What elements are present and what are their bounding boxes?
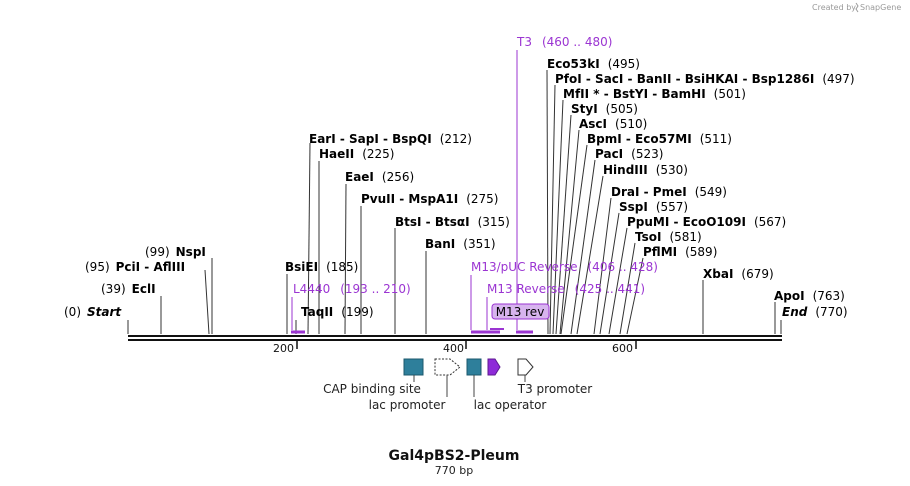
site-sspi[interactable]: SspI(557) bbox=[619, 200, 688, 214]
primer-m13rev-label[interactable]: M13 Reverse(425 .. 441) bbox=[487, 282, 645, 296]
site-eco53ki[interactable]: Eco53kI(495) bbox=[547, 57, 640, 71]
lac-promoter-feature[interactable] bbox=[434, 358, 461, 376]
site-ecli[interactable]: (39)EclI bbox=[101, 282, 156, 296]
site-asci[interactable]: AscI(510) bbox=[579, 117, 647, 131]
selected-primer-chip[interactable]: M13 rev bbox=[491, 303, 550, 320]
site-xbai[interactable]: XbaI(679) bbox=[703, 267, 774, 281]
site-bpmi-eco57mi[interactable]: BpmI - Eco57MI(511) bbox=[587, 132, 732, 146]
features: CAP binding site lac promoter lac operat… bbox=[323, 358, 593, 412]
site-mfli-group[interactable]: MfII * - BstYI - BamHI(501) bbox=[563, 87, 746, 101]
map-title: Gal4pBS2-Pleum bbox=[389, 448, 520, 464]
site-end[interactable]: End(770) bbox=[782, 305, 848, 319]
sequence-backbone bbox=[128, 335, 782, 341]
site-bsiei[interactable]: BsiEI(185) bbox=[285, 260, 358, 274]
site-paci[interactable]: PacI(523) bbox=[595, 147, 663, 161]
scale-tick-600: 600 bbox=[612, 342, 633, 355]
site-btsi-btsai[interactable]: BtsI - BtsαI(315) bbox=[395, 215, 510, 229]
scale-tick-400: 400 bbox=[443, 342, 464, 355]
site-hindiii[interactable]: HindIII(530) bbox=[603, 163, 688, 177]
site-nspi[interactable]: (99)NspI bbox=[145, 245, 206, 259]
site-tsoi[interactable]: TsoI(581) bbox=[635, 230, 702, 244]
site-pvuii-mspa1i[interactable]: PvuII - MspA1I(275) bbox=[361, 192, 498, 206]
primer-m13puc-label[interactable]: M13/pUC Reverse(406 .. 428) bbox=[471, 260, 658, 274]
site-haeii[interactable]: HaeII(225) bbox=[319, 147, 395, 161]
credit-text: Created by bbox=[812, 3, 856, 12]
site-pfoi-group[interactable]: PfoI - SacI - BanII - BsiHKAI - Bsp1286I… bbox=[555, 72, 855, 86]
site-taqii[interactable]: TaqII(199) bbox=[301, 305, 374, 319]
map-length: 770 bp bbox=[435, 464, 473, 477]
site-pflmi[interactable]: PflMI(589) bbox=[643, 245, 717, 259]
brand-text: SnapGene bbox=[860, 3, 901, 12]
cap-binding-site-feature[interactable] bbox=[403, 358, 424, 376]
site-eaei[interactable]: EaeI(256) bbox=[345, 170, 414, 184]
primers: T3(460 .. 480) M13/pUC Reverse(406 .. 42… bbox=[291, 35, 658, 334]
scale-ticks: 200 400 600 bbox=[273, 341, 637, 355]
selected-primer-label: M13 rev bbox=[496, 305, 545, 319]
m13-rev-feature-arrow[interactable] bbox=[487, 358, 501, 376]
primer-l4440-label[interactable]: L4440(193 .. 210) bbox=[293, 282, 411, 296]
site-leader-lines bbox=[127, 69, 782, 335]
t3-promoter-feature[interactable] bbox=[517, 358, 534, 376]
scale-tick-200: 200 bbox=[273, 342, 294, 355]
site-start[interactable]: (0)Start bbox=[64, 305, 122, 319]
lac-operator-label: lac operator bbox=[474, 398, 547, 412]
site-apoi[interactable]: ApoI(763) bbox=[774, 289, 845, 303]
restriction-sites: (0)Start (39)EclI (95)PciI - AflIII (99)… bbox=[64, 57, 855, 319]
snapgene-credit: Created by SnapGene bbox=[812, 2, 901, 13]
t3-promoter-label: T3 promoter bbox=[517, 382, 593, 396]
site-pcii-afliii[interactable]: (95)PciI - AflIII bbox=[85, 260, 185, 274]
site-drai-pmei[interactable]: DraI - PmeI(549) bbox=[611, 185, 727, 199]
site-styi[interactable]: StyI(505) bbox=[571, 102, 638, 116]
cap-binding-site-label: CAP binding site bbox=[323, 382, 421, 396]
site-bani[interactable]: BanI(351) bbox=[425, 237, 496, 251]
lac-operator-feature[interactable] bbox=[466, 358, 482, 376]
snapgene-logo-icon bbox=[855, 2, 859, 13]
site-ppumi-ecoo109i[interactable]: PpuMI - EcoO109I(567) bbox=[627, 215, 786, 229]
primer-t3-label[interactable]: T3(460 .. 480) bbox=[516, 35, 612, 49]
lac-promoter-label: lac promoter bbox=[369, 398, 446, 412]
site-eari-sapi-bspqi[interactable]: EarI - SapI - BspQI(212) bbox=[309, 132, 472, 146]
